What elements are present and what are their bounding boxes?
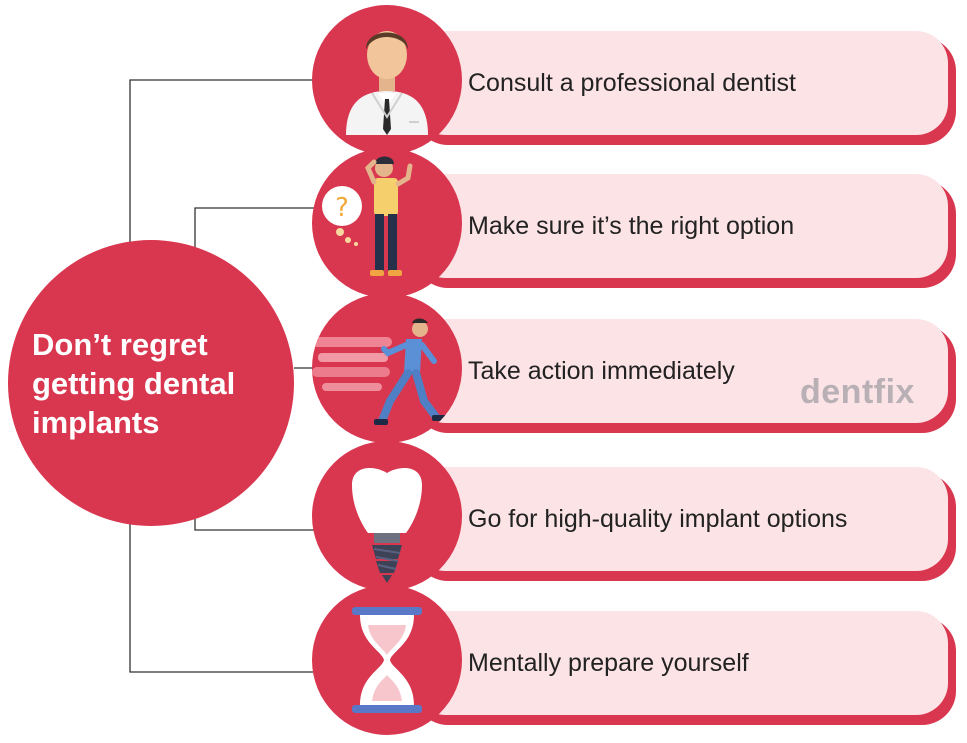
dental-implant-icon <box>312 441 462 591</box>
step-high-quality-implant: Go for high-quality implant options <box>312 441 960 591</box>
hourglass-icon <box>312 585 462 735</box>
step-consult-dentist: Consult a professional dentist <box>312 5 960 155</box>
step-card <box>414 31 948 135</box>
step-take-action: Take action immediately <box>312 293 960 443</box>
running-person-icon <box>312 293 462 443</box>
step-card <box>414 319 948 423</box>
step-card <box>414 174 948 278</box>
step-label: Consult a professional dentist <box>468 69 796 97</box>
step-mentally-prepare: Mentally prepare yourself <box>312 585 960 735</box>
step-label: Go for high-quality implant options <box>468 505 848 533</box>
step-label: Mentally prepare yourself <box>468 649 749 677</box>
step-right-option: Make sure it’s the right option ? <box>312 148 960 298</box>
confused-person-icon: ? <box>312 148 462 298</box>
step-card <box>414 467 948 571</box>
dentfix-logo: dentfix <box>800 373 915 411</box>
step-label: Take action immediately <box>468 357 735 385</box>
dentist-icon <box>312 5 462 155</box>
step-label: Make sure it’s the right option <box>468 212 795 240</box>
svg-text:?: ? <box>335 193 349 223</box>
main-topic-circle: Don’t regret getting dental implants <box>8 240 294 526</box>
step-card <box>414 611 948 715</box>
main-title: Don’t regret getting dental implants <box>32 326 236 440</box>
